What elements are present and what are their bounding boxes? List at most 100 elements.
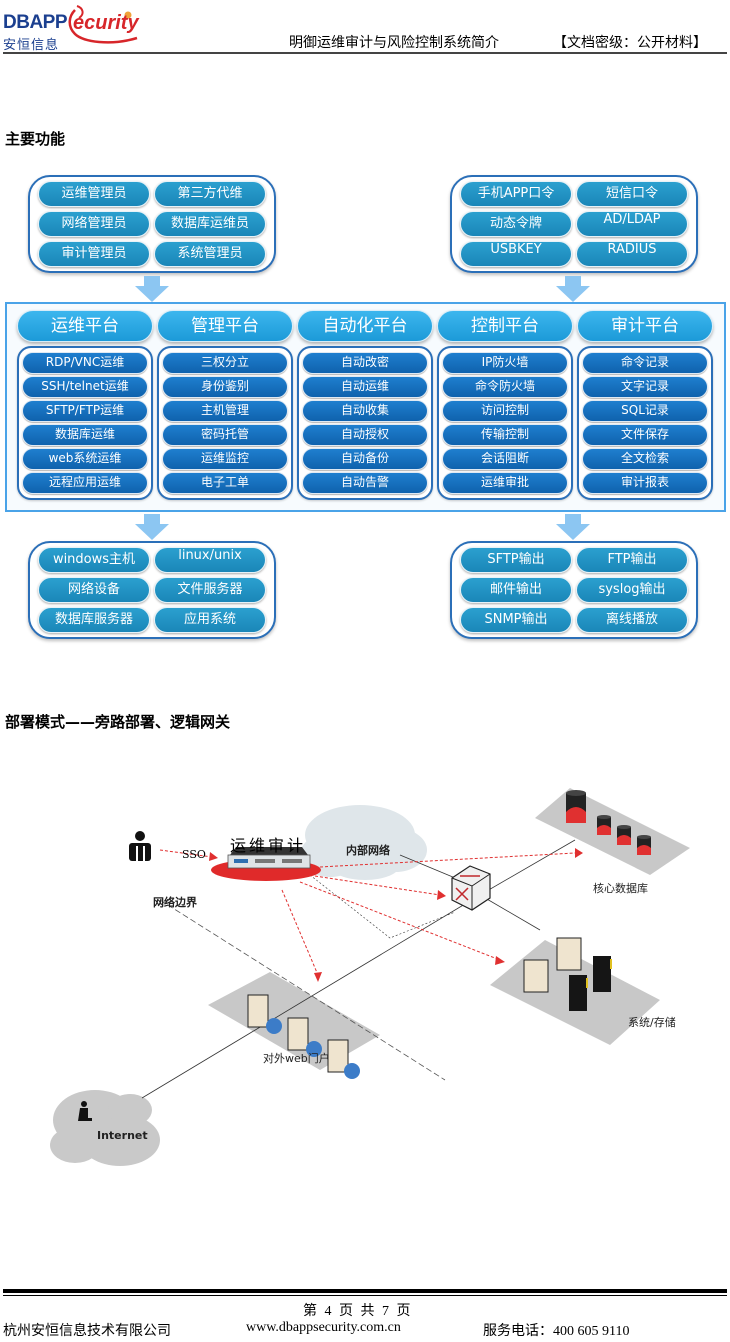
link-line — [479, 839, 576, 896]
target-pill: 数据库服务器 — [38, 607, 150, 633]
platform-item: 三权分立 — [162, 352, 288, 374]
platform-item: 自动收集 — [302, 400, 428, 422]
web-portal-label: 对外web门户 — [263, 1052, 330, 1065]
platform-item: 身份鉴别 — [162, 376, 288, 398]
network-diagram-canvas — [50, 788, 690, 1166]
platform-item: SFTP/FTP运维 — [22, 400, 148, 422]
platform-frame: 运维平台 RDP/VNC运维 SSH/telnet运维 SFTP/FTP运维 数… — [5, 302, 726, 512]
down-arrow-icon — [556, 276, 590, 302]
platform-item: 运维监控 — [162, 448, 288, 470]
network-boundary-line — [159, 899, 446, 1081]
output-group: SFTP输出 FTP输出 邮件输出 syslog输出 SNMP输出 离线播放 — [450, 541, 698, 639]
link-line — [399, 854, 461, 881]
document-title: 明御运维审计与风险控制系统简介 — [289, 35, 499, 51]
internal-network-cloud-icon — [300, 805, 427, 880]
section-title-main-functions: 主要功能 — [5, 130, 66, 148]
targets-group: windows主机 linux/unix 网络设备 文件服务器 数据库服务器 应… — [28, 541, 276, 639]
sso-label: SSO — [182, 848, 206, 861]
platform-item: 主机管理 — [162, 400, 288, 422]
logo-text-security: ecurity — [73, 12, 139, 34]
users-group: 运维管理员 第三方代维 网络管理员 数据库运维员 审计管理员 系统管理员 — [28, 175, 276, 273]
platform-management: 管理平台 三权分立 身份鉴别 主机管理 密码托管 运维监控 电子工单 — [157, 310, 293, 500]
target-pill: linux/unix — [154, 547, 266, 573]
auth-group: 手机APP口令 短信口令 动态令牌 AD/LDAP USBKEY RADIUS — [450, 175, 698, 273]
down-arrow-icon — [556, 514, 590, 540]
output-pill: 离线播放 — [576, 607, 688, 633]
user-role-pill: 审计管理员 — [38, 241, 150, 267]
target-pill: windows主机 — [38, 547, 150, 573]
document-classification: 【文档密级：公开材料】 — [553, 35, 707, 51]
user-role-pill: 数据库运维员 — [154, 211, 266, 237]
user-role-pill: 系统管理员 — [154, 241, 266, 267]
core-db-label: 核心数据库 — [593, 882, 648, 895]
internet-cloud-icon — [50, 1090, 160, 1166]
platform-item: 自动改密 — [302, 352, 428, 374]
logo-swirl-icon — [68, 5, 138, 44]
platform-items: 三权分立 身份鉴别 主机管理 密码托管 运维监控 电子工单 — [157, 346, 293, 500]
platform-item: IP防火墙 — [442, 352, 568, 374]
platform-title: 审计平台 — [577, 310, 713, 342]
red-flow-arrows — [159, 849, 576, 976]
web-server-icon — [247, 994, 360, 1079]
footer-phone: 服务电话：400 605 9110 — [483, 1324, 630, 1339]
footer-divider-thick — [3, 1289, 727, 1293]
output-pill: SNMP输出 — [460, 607, 572, 633]
company-logo: DBAPP ecurity 安恒信息 — [3, 4, 148, 53]
platform-control: 控制平台 IP防火墙 命令防火墙 访问控制 传输控制 会话阻断 运维审批 — [437, 310, 573, 500]
platform-title: 控制平台 — [437, 310, 573, 342]
user-role-pill: 第三方代维 — [154, 181, 266, 207]
platform-title: 自动化平台 — [297, 310, 433, 342]
platform-item: 自动备份 — [302, 448, 428, 470]
platform-item: 自动运维 — [302, 376, 428, 398]
platform-items: RDP/VNC运维 SSH/telnet运维 SFTP/FTP运维 数据库运维 … — [17, 346, 153, 500]
footer-url[interactable]: www.dbappsecurity.com.cn — [246, 1320, 401, 1335]
down-arrow-icon — [135, 276, 169, 302]
system-storage-label: 系统/存储 — [628, 1016, 676, 1029]
platform-item: SQL记录 — [582, 400, 708, 422]
platform-item: 自动授权 — [302, 424, 428, 446]
output-pill: 邮件输出 — [460, 577, 572, 603]
platform-item: 全文检索 — [582, 448, 708, 470]
auth-method-pill: RADIUS — [576, 241, 688, 267]
platform-item: 审计报表 — [582, 472, 708, 494]
platform-item: SSH/telnet运维 — [22, 376, 148, 398]
platform-item: 电子工单 — [162, 472, 288, 494]
audit-appliance-icon — [211, 847, 321, 881]
core-db-platform — [535, 788, 690, 875]
link-line — [141, 894, 481, 1099]
platform-items: 自动改密 自动运维 自动收集 自动授权 自动备份 自动告警 — [297, 346, 433, 500]
platform-item: 远程应用运维 — [22, 472, 148, 494]
auth-method-pill: USBKEY — [460, 241, 572, 267]
user-role-pill: 网络管理员 — [38, 211, 150, 237]
platform-item: 命令防火墙 — [442, 376, 568, 398]
platform-item: 自动告警 — [302, 472, 428, 494]
platform-items: IP防火墙 命令防火墙 访问控制 传输控制 会话阻断 运维审批 — [437, 346, 573, 500]
output-pill: SFTP输出 — [460, 547, 572, 573]
platform-automation: 自动化平台 自动改密 自动运维 自动收集 自动授权 自动备份 自动告警 — [297, 310, 433, 500]
internet-user-icon — [78, 1101, 92, 1121]
auth-method-pill: 手机APP口令 — [460, 181, 572, 207]
database-icon — [566, 790, 651, 855]
platform-item: 文字记录 — [582, 376, 708, 398]
platform-item: 密码托管 — [162, 424, 288, 446]
platform-item: 文件保存 — [582, 424, 708, 446]
platform-audit: 审计平台 命令记录 文字记录 SQL记录 文件保存 全文检索 审计报表 — [577, 310, 713, 500]
platform-item: web系统运维 — [22, 448, 148, 470]
auth-method-pill: AD/LDAP — [576, 211, 688, 237]
network-diagram: 运维审计 SSO 内部网络 网络边界 核心数据库 系统/存储 对外web门户 I… — [0, 760, 730, 1180]
section-title-deployment: 部署模式——旁路部署、逻辑网关 — [5, 713, 231, 731]
link-line — [479, 894, 541, 931]
internal-network-label: 内部网络 — [346, 844, 390, 857]
footer-divider-thin — [3, 1295, 727, 1296]
logo-text-en: DBAPP — [3, 12, 68, 33]
link-line — [309, 874, 456, 939]
platform-title: 运维平台 — [17, 310, 153, 342]
user-role-pill: 运维管理员 — [38, 181, 150, 207]
platform-item: 访问控制 — [442, 400, 568, 422]
logo-text-cn: 安恒信息 — [3, 38, 60, 53]
down-arrow-icon — [135, 514, 169, 540]
platform-item: 数据库运维 — [22, 424, 148, 446]
platform-ops: 运维平台 RDP/VNC运维 SSH/telnet运维 SFTP/FTP运维 数… — [17, 310, 153, 500]
storage-server-icon — [523, 937, 612, 1011]
platform-item: RDP/VNC运维 — [22, 352, 148, 374]
